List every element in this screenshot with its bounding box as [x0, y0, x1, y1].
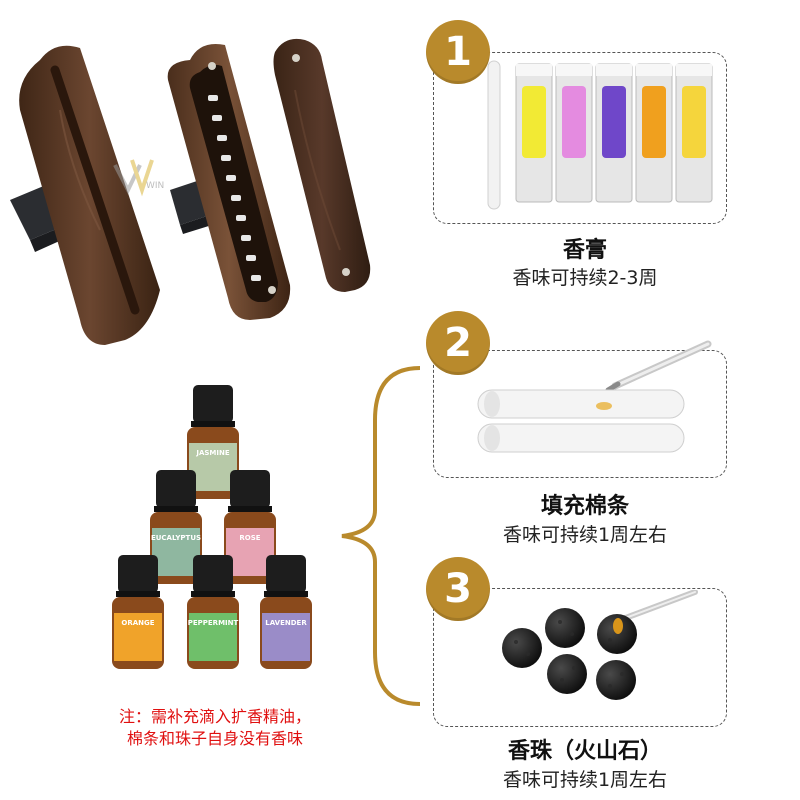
option-2-number-badge: 2 — [426, 311, 490, 375]
refill-note: 注：需补充滴入扩香精油， 棉条和珠子自身没有香味 — [70, 706, 360, 750]
option-1-number-badge: 1 — [426, 20, 490, 84]
balm-sachet — [515, 63, 553, 203]
clip-lid — [273, 38, 371, 293]
option-1-title: 香膏 — [562, 238, 607, 263]
clip-open-case — [167, 44, 291, 320]
clip-with-groove — [10, 45, 160, 345]
bottle-label: EUCALYPTUS — [151, 534, 201, 542]
bottle-label: PEPPERMINT — [188, 619, 239, 627]
note-line-1: 注：需补充滴入扩香精油， — [118, 707, 311, 726]
essential-oil-bottle: JASMINE — [187, 385, 239, 499]
brand-logo: WIN — [113, 159, 164, 197]
essential-oil-bottles-image: JASMINE EUCALYPTUS ROSE ORANGE PEPPERMINT LAV… — [112, 385, 312, 669]
balm-sachet — [635, 63, 673, 203]
option-3-title: 香珠（火山石） — [507, 739, 662, 764]
balm-sachet — [555, 63, 593, 203]
balm-sachets-image — [487, 60, 713, 210]
curly-brace-connector — [341, 366, 420, 706]
option-3-number-badge: 3 — [426, 557, 490, 621]
bottle-label: JASMINE — [195, 449, 229, 457]
note-line-2: 棉条和珠子自身没有香味 — [126, 729, 303, 748]
option-2-subtitle: 香味可持续1周左右 — [502, 524, 668, 546]
option-1-subtitle: 香味可持续2-3周 — [512, 267, 658, 289]
option-3-box — [433, 588, 727, 727]
cotton-sticks-image — [477, 340, 712, 453]
balm-sachet — [675, 63, 713, 203]
bottle-label: ROSE — [239, 534, 260, 542]
essential-oil-bottle: LAVENDER — [260, 555, 312, 669]
essential-oil-bottle: ORANGE — [112, 555, 164, 669]
option-2-title: 填充棉条 — [540, 494, 629, 519]
lava-beads-image — [502, 590, 698, 700]
essential-oil-bottle: ROSE — [224, 470, 276, 584]
brand-logo-text: WIN — [146, 181, 164, 191]
bottle-label: ORANGE — [121, 619, 154, 627]
option-3-subtitle: 香味可持续1周左右 — [502, 769, 668, 791]
essential-oil-bottle: EUCALYPTUS — [150, 470, 202, 584]
essential-oil-bottle: PEPPERMINT — [187, 555, 239, 669]
bottle-label: LAVENDER — [265, 619, 307, 627]
balm-sachet — [595, 63, 633, 203]
wooden-vent-clips-image: WIN — [10, 38, 371, 345]
